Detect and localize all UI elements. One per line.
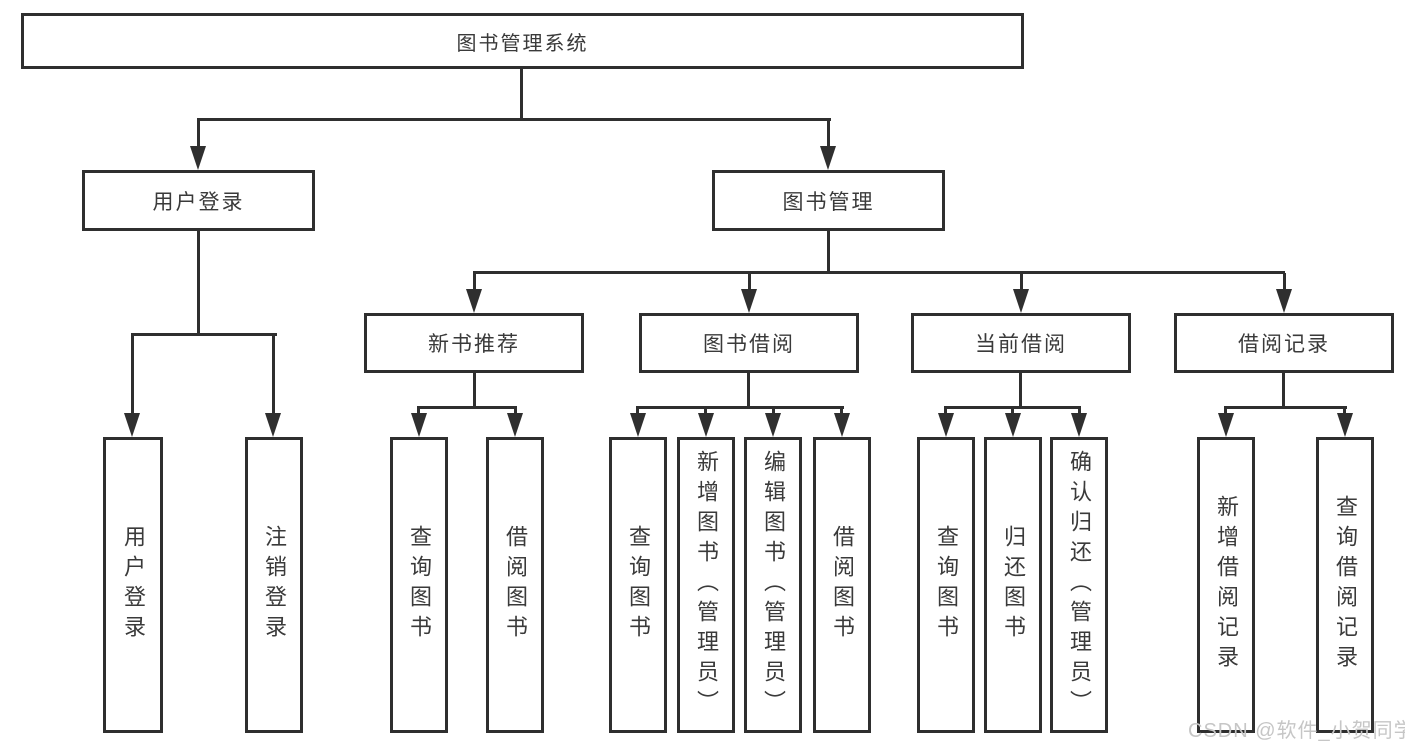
arrowhead — [1276, 289, 1292, 313]
leaf-borrow-book: 借阅图书 — [486, 437, 544, 733]
arrowhead — [265, 413, 281, 437]
arrowhead — [938, 413, 954, 437]
leaf-user-login: 用户登录 — [103, 437, 163, 733]
leaf-edit-book-admin: 编辑图书（管理员） — [744, 437, 802, 733]
arrowhead — [698, 413, 714, 437]
csdn-watermark: CSDN @软件_小贺同学 — [1188, 720, 1405, 742]
edge-line — [473, 373, 476, 408]
edge-line — [197, 118, 831, 121]
leaf-return-book: 归还图书 — [984, 437, 1042, 733]
edge-line — [827, 120, 830, 150]
arrowhead — [190, 146, 206, 170]
edge-line — [944, 406, 947, 416]
arrowhead — [820, 146, 836, 170]
edge-line — [704, 406, 707, 416]
edge-line — [827, 231, 830, 273]
edge-line — [272, 335, 275, 415]
node-book-borrow: 图书借阅 — [639, 313, 859, 373]
leaf-confirm-return-admin: 确认归还（管理员） — [1050, 437, 1108, 733]
edge-line — [197, 231, 200, 335]
edge-line — [772, 406, 775, 416]
arrowhead — [741, 289, 757, 313]
edge-line — [747, 373, 750, 408]
edge-line — [1282, 373, 1285, 408]
leaf-add-borrow-record: 新增借阅记录 — [1197, 437, 1255, 733]
leaf-query-book: 查询图书 — [917, 437, 975, 733]
edge-line — [1224, 406, 1347, 409]
edge-line — [1224, 406, 1227, 416]
edge-line — [1011, 406, 1014, 416]
edge-line — [197, 120, 200, 150]
arrowhead — [507, 413, 523, 437]
node-new-book-recommend: 新书推荐 — [364, 313, 584, 373]
leaf-query-book: 查询图书 — [609, 437, 667, 733]
edge-line — [636, 406, 844, 409]
edge-line — [1019, 373, 1022, 408]
leaf-query-borrow-record: 查询借阅记录 — [1316, 437, 1374, 733]
edge-line — [636, 406, 639, 416]
arrowhead — [765, 413, 781, 437]
edge-line — [748, 273, 751, 293]
node-root-library-system: 图书管理系统 — [21, 13, 1024, 69]
arrowhead — [630, 413, 646, 437]
edge-line — [1283, 273, 1286, 293]
arrowhead — [1218, 413, 1234, 437]
edge-line — [131, 333, 277, 336]
leaf-borrow-book: 借阅图书 — [813, 437, 871, 733]
leaf-add-book-admin: 新增图书（管理员） — [677, 437, 735, 733]
edge-line — [473, 271, 1285, 274]
arrowhead — [1013, 289, 1029, 313]
arrowhead — [466, 289, 482, 313]
leaf-query-book: 查询图书 — [390, 437, 448, 733]
arrowhead — [124, 413, 140, 437]
arrowhead — [411, 413, 427, 437]
leaf-logout: 注销登录 — [245, 437, 303, 733]
edge-line — [1343, 406, 1346, 416]
edge-line — [514, 406, 517, 416]
arrowhead — [1071, 413, 1087, 437]
arrowhead — [1337, 413, 1353, 437]
edge-line — [131, 335, 134, 415]
edge-line — [417, 406, 517, 409]
node-book-management: 图书管理 — [712, 170, 945, 231]
edge-line — [840, 406, 843, 416]
node-current-borrow: 当前借阅 — [911, 313, 1131, 373]
edge-line — [520, 69, 523, 120]
node-user-login: 用户登录 — [82, 170, 315, 231]
edge-line — [1078, 406, 1081, 416]
node-borrow-record: 借阅记录 — [1174, 313, 1394, 373]
edge-line — [1020, 273, 1023, 293]
arrowhead — [834, 413, 850, 437]
arrowhead — [1005, 413, 1021, 437]
edge-line — [417, 406, 420, 416]
edge-line — [473, 273, 476, 293]
